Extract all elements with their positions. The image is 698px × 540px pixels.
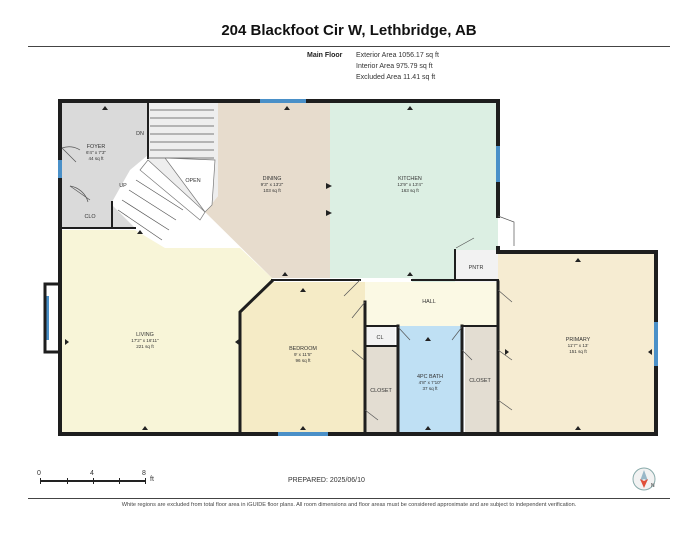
bath-dims: 4'8" x 7'10"	[419, 380, 442, 385]
living-area: 221 sq ft	[136, 344, 154, 349]
scale-mid: 4	[90, 470, 94, 477]
hall-label: HALL	[422, 299, 436, 305]
scale-tick	[40, 478, 41, 484]
scale-end: 8	[142, 470, 146, 477]
closet-right	[465, 326, 498, 432]
clo-label: CLO	[84, 214, 95, 220]
cl-area	[365, 326, 395, 346]
bath-name: 4PC BATH	[417, 374, 443, 380]
kitchen-room	[330, 102, 498, 282]
living-room	[60, 230, 272, 432]
cl-label: CL	[377, 335, 384, 341]
primary-name: PRIMARY	[566, 337, 591, 343]
closet-right-label: CLOSET	[469, 378, 491, 384]
scale-tick	[145, 478, 146, 484]
compass-icon: N	[632, 467, 656, 491]
bath-room	[398, 326, 462, 432]
scale-tick	[93, 478, 94, 484]
closet-foyer	[60, 205, 135, 228]
kitchen-area: 163 sq ft	[401, 188, 419, 193]
foyer-room	[60, 102, 148, 208]
interior-area: Interior Area 975.79 sq ft	[356, 63, 433, 70]
prepared-date: PREPARED: 2025/06/10	[288, 477, 365, 484]
foyer-area: 44 sq ft	[88, 156, 104, 161]
primary-room	[498, 250, 656, 432]
excluded-area: Excluded Area 11.41 sq ft	[356, 74, 436, 81]
scale-zero: 0	[37, 470, 41, 477]
foyer-dims: 6'4" x 7'3"	[86, 150, 106, 155]
closet-left	[365, 346, 398, 432]
disclaimer: White regions are excluded from total fl…	[121, 502, 577, 508]
bath-area: 37 sq ft	[422, 386, 438, 391]
bedroom-area: 96 sq ft	[295, 358, 311, 363]
stairs	[117, 109, 216, 241]
exterior-area: Exterior Area 1056.17 sq ft	[356, 52, 439, 59]
living-name: LIVING	[136, 332, 154, 338]
primary-dims: 11'7" x 13'	[568, 343, 589, 348]
dn-label: DN	[136, 131, 144, 137]
up-label: UP	[119, 183, 127, 189]
dining-dims: 9'3" x 13'2"	[261, 182, 284, 187]
dimension-arrows	[65, 106, 652, 430]
living-dims: 17'2" x 16'11"	[131, 338, 159, 343]
scale-unit: ft	[150, 476, 154, 483]
living-bay	[43, 282, 60, 354]
dining-area: 103 sq ft	[263, 188, 281, 193]
title-divider	[28, 46, 670, 47]
pantry-area	[455, 250, 498, 282]
disclaimer-divider	[28, 498, 670, 499]
compass-north: N	[651, 483, 655, 489]
kitchen-name: KITCHEN	[398, 176, 422, 182]
bedroom-dims: 9' x 11'5"	[294, 352, 312, 357]
windows	[45, 99, 658, 436]
foyer-name: FOYER	[87, 144, 106, 150]
pntr-label: PNTR	[469, 265, 484, 271]
dining-room	[205, 102, 330, 278]
bedroom-room	[240, 282, 365, 432]
kitchen-dims: 12'9" x 13'4"	[397, 182, 423, 187]
scale-tick	[67, 478, 68, 484]
hall-area	[365, 282, 498, 326]
bedroom-name: BEDROOM	[289, 346, 317, 352]
scale-tick	[119, 478, 120, 484]
open-label: OPEN	[185, 178, 200, 184]
primary-area: 151 sq ft	[569, 349, 587, 354]
dining-name: DINING	[263, 176, 282, 182]
closet-left-label: CLOSET	[370, 388, 392, 394]
floor-label: Main Floor	[307, 52, 343, 59]
page-title: 204 Blackfoot Cir W, Lethbridge, AB	[221, 22, 477, 39]
